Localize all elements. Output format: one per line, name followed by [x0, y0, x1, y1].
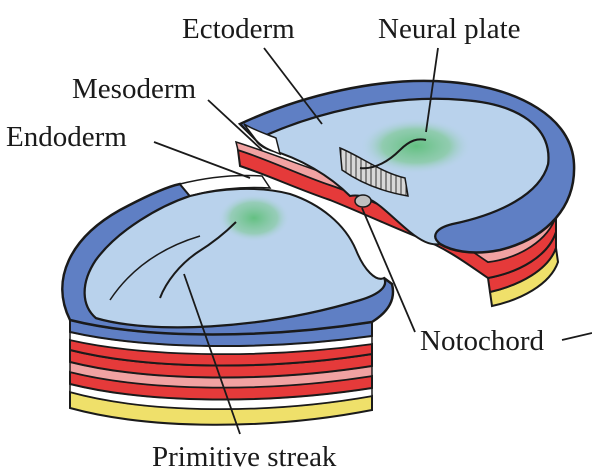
neural-plate-label: Neural plate [378, 13, 521, 45]
endoderm-leader [154, 142, 250, 178]
notochord-label: Notochord [420, 325, 545, 357]
endoderm-label: Endoderm [6, 121, 127, 153]
notochord-rod [355, 195, 371, 207]
ectoderm-label: Ectoderm [182, 13, 295, 45]
caudal-embryo-section [62, 175, 393, 424]
mesoderm-label: Mesoderm [72, 73, 196, 105]
left-neural-region [218, 194, 290, 242]
notochord-trail-leader [562, 333, 592, 340]
primitive-streak-label: Primitive streak [152, 441, 337, 473]
